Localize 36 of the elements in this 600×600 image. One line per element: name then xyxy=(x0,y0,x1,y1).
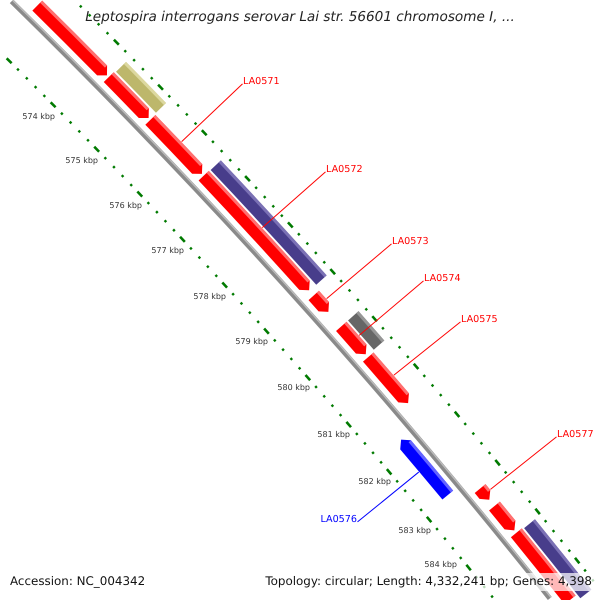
tick-label: 579 kbp xyxy=(235,338,268,346)
tick-label: 581 kbp xyxy=(317,431,350,439)
gene-bar xyxy=(308,290,329,312)
leader-line xyxy=(326,243,392,300)
gene-bar xyxy=(198,170,310,290)
title: Leptospira interrogans serovar Lai str. 56601 chromosome I, ... xyxy=(85,11,515,25)
tick-label: 580 kbp xyxy=(277,384,310,392)
leader-line xyxy=(262,171,326,228)
tick-label: 576 kbp xyxy=(109,202,142,210)
tick-label: 582 kbp xyxy=(358,478,391,486)
leader-line xyxy=(490,436,557,490)
tick-label: 577 kbp xyxy=(151,247,184,255)
gene-label: LA0574 xyxy=(424,274,461,284)
tick-label: 575 kbp xyxy=(65,157,98,165)
leader-line xyxy=(181,83,243,142)
footer-text: Topology: circular; Length: 4,332,241 bp; Genes: 4,398 xyxy=(262,573,595,591)
gene-label: LA0577 xyxy=(557,430,594,440)
tick-label: 574 kbp xyxy=(22,113,55,121)
gene-label: LA0575 xyxy=(461,315,498,325)
leader-line xyxy=(357,472,420,522)
leader-line xyxy=(393,321,461,376)
gene-bar xyxy=(145,115,202,174)
tick-label: 584 kbp xyxy=(424,561,457,569)
gene-bar xyxy=(474,484,490,500)
gene-bar xyxy=(336,322,366,354)
leader-line xyxy=(358,280,424,336)
gene-bar xyxy=(400,440,454,500)
tick-label: 578 kbp xyxy=(193,293,226,301)
gene-bar xyxy=(489,502,516,530)
gene-label: LA0576 xyxy=(320,515,357,525)
gene-bar xyxy=(362,352,409,404)
tick-label: 583 kbp xyxy=(398,527,431,535)
gene-label: LA0573 xyxy=(392,237,429,247)
gene-label: LA0572 xyxy=(326,165,363,175)
gene-label: LA0571 xyxy=(243,77,280,87)
gene-bar xyxy=(104,72,149,118)
